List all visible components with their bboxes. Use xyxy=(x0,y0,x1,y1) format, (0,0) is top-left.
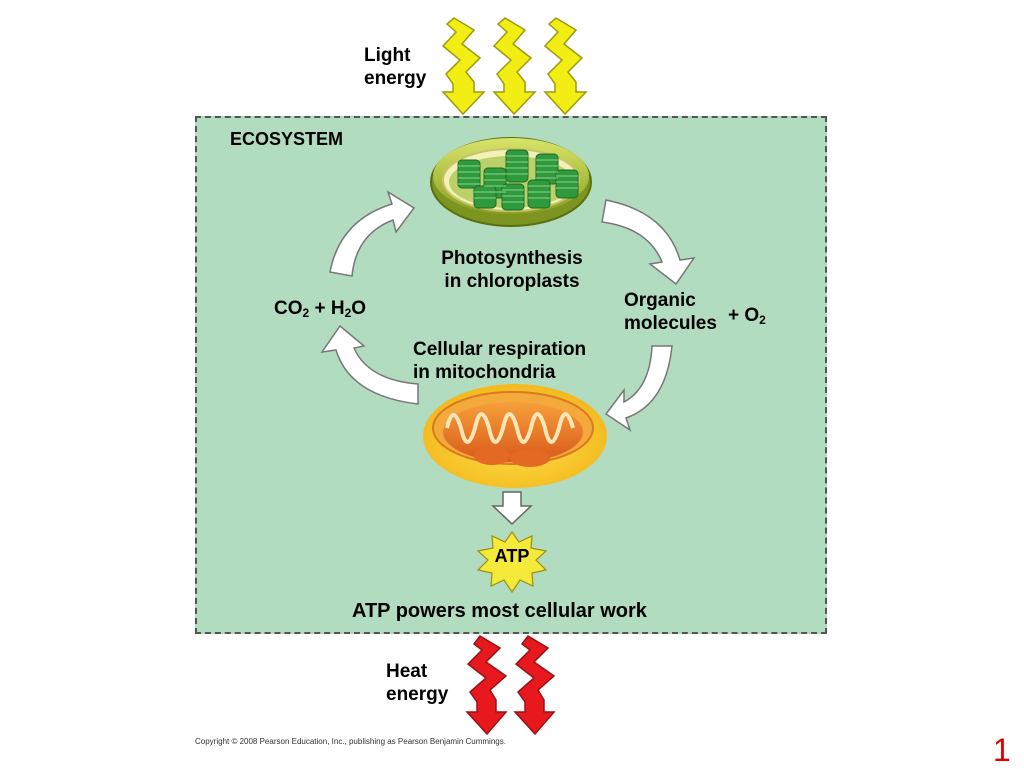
o2-prefix: + O xyxy=(728,305,760,326)
respiration-line1: Cellular respiration xyxy=(413,339,587,360)
co-text: CO xyxy=(274,298,303,319)
heat-energy-line2: energy xyxy=(386,684,449,705)
co2-h2o-label: CO2 + H2O xyxy=(274,297,366,325)
light-bolt-icon xyxy=(441,17,588,116)
organic-molecules-label: Organic molecules xyxy=(624,289,717,335)
atp-star-icon xyxy=(476,530,548,594)
mitochondrion-icon xyxy=(423,384,607,488)
atp-work-label: ATP powers most cellular work xyxy=(352,600,647,622)
copyright-notice: Copyright © 2008 Pearson Education, Inc.… xyxy=(195,737,506,746)
photosynthesis-line1: Photosynthesis xyxy=(441,248,583,269)
organic-line2: molecules xyxy=(624,313,717,334)
heat-energy-line1: Heat xyxy=(386,661,428,682)
o2-subscript: 2 xyxy=(759,313,766,327)
light-energy-line1: Light xyxy=(364,45,411,66)
ecosystem-label: ECOSYSTEM xyxy=(230,129,344,149)
respiration-line2: in mitochondria xyxy=(413,362,556,383)
o-text: O xyxy=(351,298,367,319)
h2o-subscript: 2 xyxy=(344,306,352,320)
plus-h-text: + H xyxy=(309,298,345,319)
heat-energy-label: Heat energy xyxy=(386,660,448,706)
atp-label: ATP xyxy=(494,546,530,566)
cycle-arrows xyxy=(320,190,696,432)
heat-bolt-icon xyxy=(465,635,556,736)
organic-line1: Organic xyxy=(624,290,696,311)
page-number: 1 xyxy=(993,732,1011,768)
chloroplast-icon xyxy=(430,137,592,227)
o2-label: + O2 xyxy=(728,304,766,332)
photosynthesis-label: Photosynthesis in chloroplasts xyxy=(432,247,592,293)
co2-subscript: 2 xyxy=(302,306,310,320)
respiration-label: Cellular respiration in mitochondria xyxy=(413,338,623,384)
photosynthesis-line2: in chloroplasts xyxy=(444,271,580,292)
light-energy-label: Light energy xyxy=(364,44,426,90)
down-arrow-icon xyxy=(491,491,533,526)
light-energy-line2: energy xyxy=(364,68,427,89)
